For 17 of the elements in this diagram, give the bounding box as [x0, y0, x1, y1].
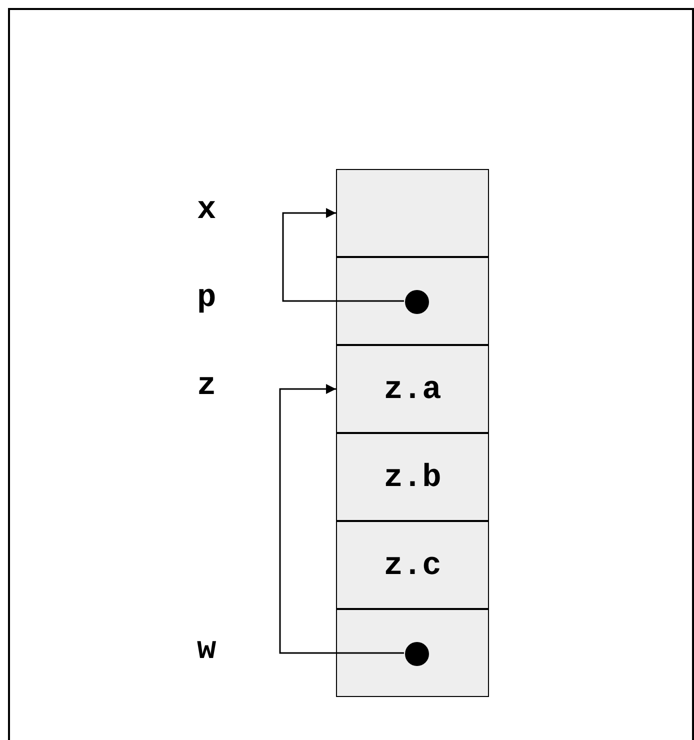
variable-name: p [197, 279, 216, 316]
memory-cell [336, 345, 489, 433]
pointer-dot [405, 290, 429, 314]
variable-name: w [197, 631, 216, 668]
arrow [279, 384, 404, 654]
field-name: z.a [384, 370, 442, 408]
pointer-dot [405, 642, 429, 666]
field-name: z.c [384, 546, 442, 584]
memory-cell [336, 169, 489, 257]
arrow [282, 208, 404, 302]
memory-cell [336, 609, 489, 697]
memory-cell [336, 257, 489, 345]
variable-name: x [197, 191, 216, 228]
field-name: z.b [384, 458, 442, 496]
memory-cell [336, 521, 489, 609]
variable-name: z [197, 367, 216, 404]
memory-cell [336, 433, 489, 521]
